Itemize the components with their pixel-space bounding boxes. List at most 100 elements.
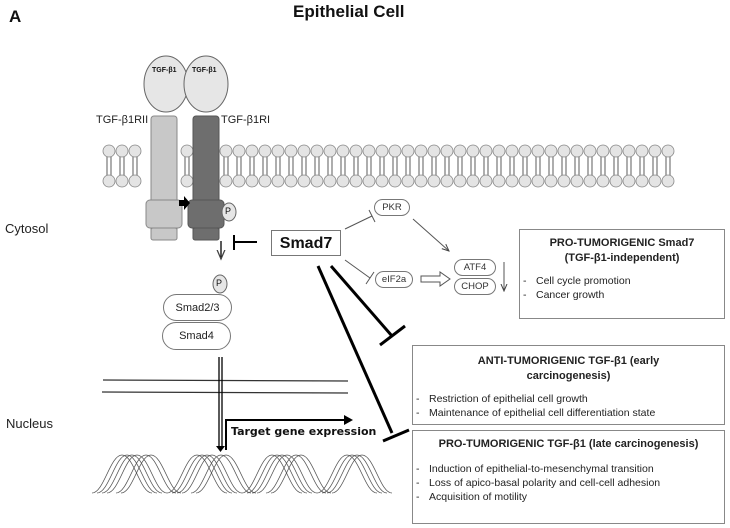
box-item: Cell cycle promotion xyxy=(520,274,724,288)
lipid-head xyxy=(466,144,480,158)
lipid-head xyxy=(505,144,519,158)
lipid-head xyxy=(531,174,545,188)
lipid-tail xyxy=(431,156,437,176)
lipid-tail xyxy=(184,156,190,176)
lipid-tail xyxy=(639,156,645,176)
lipid-tail xyxy=(613,156,619,176)
smad4-node: Smad4 xyxy=(162,322,231,350)
eif2a-atf4-arrow xyxy=(420,271,451,287)
lipid-tail xyxy=(496,156,502,176)
lipid-head xyxy=(219,144,233,158)
lipid-head xyxy=(232,144,246,158)
phosphorylation-arrow xyxy=(179,196,190,210)
dna-strand xyxy=(91,454,378,494)
lipid-head xyxy=(180,174,194,188)
lipid-tail xyxy=(275,156,281,176)
lipid-head xyxy=(388,174,402,188)
lipid-head xyxy=(583,144,597,158)
lipid-head xyxy=(557,174,571,188)
receptor-type2 xyxy=(145,115,183,241)
lipid-tail xyxy=(626,156,632,176)
box-title: PRO-TUMORIGENIC TGF-β1 (late carcinogene… xyxy=(438,438,699,450)
lipid-tail xyxy=(236,156,242,176)
lipid-head xyxy=(661,174,675,188)
lipid-head xyxy=(375,174,389,188)
box-subtitle: (TGF-β1-independent) xyxy=(564,252,680,264)
lipid-head xyxy=(362,144,376,158)
lipid-head xyxy=(310,144,324,158)
lipid-head xyxy=(310,174,324,188)
lipid-tail xyxy=(457,156,463,176)
lipid-tail xyxy=(353,156,359,176)
panel-letter: A xyxy=(9,7,22,26)
lipid-head xyxy=(544,144,558,158)
lipid-head xyxy=(102,144,116,158)
lipid-head xyxy=(492,174,506,188)
lipid-head xyxy=(284,144,298,158)
lipid-head xyxy=(323,174,337,188)
lipid-head xyxy=(661,144,675,158)
lipid-tail xyxy=(132,156,138,176)
smad7-pkr-inhibition xyxy=(344,215,373,230)
lipid-tail xyxy=(119,156,125,176)
lipid-head xyxy=(518,174,532,188)
lipid-tail xyxy=(522,156,528,176)
ligand-label-2: TGF-β1 xyxy=(192,67,217,74)
dna-strand xyxy=(106,454,393,494)
lipid-tail xyxy=(314,156,320,176)
lipid-head xyxy=(648,144,662,158)
box-item: Maintenance of epithelial cell different… xyxy=(413,406,724,420)
lipid-tail xyxy=(548,156,554,176)
box-item: Cancer growth xyxy=(520,288,724,302)
lipid-head xyxy=(414,174,428,188)
inhibition-bar xyxy=(379,324,406,347)
lipid-head xyxy=(297,144,311,158)
nuclear-envelope-inner xyxy=(101,391,349,394)
lipid-head xyxy=(271,144,285,158)
lipid-head xyxy=(479,144,493,158)
target-gene-label: Target gene expression xyxy=(231,425,377,438)
lipid-head xyxy=(531,144,545,158)
inhibition-bar xyxy=(368,209,376,223)
lipid-head xyxy=(245,174,259,188)
eif2a-node: eIF2a xyxy=(375,271,413,288)
ligand-2 xyxy=(183,55,229,113)
lipid-head xyxy=(466,174,480,188)
lipid-tail xyxy=(223,156,229,176)
lipid-head xyxy=(440,174,454,188)
lipid-head xyxy=(271,174,285,188)
lipid-head xyxy=(336,174,350,188)
lipid-head xyxy=(635,174,649,188)
lipid-tail xyxy=(483,156,489,176)
lipid-tail xyxy=(262,156,268,176)
lipid-head xyxy=(427,174,441,188)
phospho-circle-smad xyxy=(212,274,228,294)
box-title: ANTI-TUMORIGENIC TGF-β1 (early xyxy=(477,355,660,367)
lipid-head xyxy=(128,144,142,158)
pkr-atf4-arrow xyxy=(412,218,449,251)
lipid-head xyxy=(245,144,259,158)
lipid-head xyxy=(375,144,389,158)
lipid-head xyxy=(427,144,441,158)
cell-membrane xyxy=(102,144,675,188)
lipid-tail xyxy=(665,156,671,176)
lipid-head xyxy=(453,144,467,158)
smad7-pro-tgf-inhibition xyxy=(316,265,394,434)
box-subtitle: carcinogenesis) xyxy=(526,370,611,382)
lipid-tail xyxy=(301,156,307,176)
target-gene-arrow xyxy=(225,419,348,450)
dna-strand xyxy=(101,454,388,494)
lipid-head xyxy=(336,144,350,158)
lipid-tail xyxy=(405,156,411,176)
smad7-node: Smad7 xyxy=(271,230,341,256)
box-item: Acquisition of motility xyxy=(413,490,724,504)
lipid-head xyxy=(115,174,129,188)
lipid-head xyxy=(648,174,662,188)
lipid-head xyxy=(557,144,571,158)
region-label-cytosol: Cytosol xyxy=(5,221,49,236)
pro-tumorigenic-tgf-box: PRO-TUMORIGENIC TGF-β1 (late carcinogene… xyxy=(412,430,725,524)
lipid-tail xyxy=(509,156,515,176)
smad7-eif2a-inhibition xyxy=(344,259,371,279)
anti-tumorigenic-tgf-box: ANTI-TUMORIGENIC TGF-β1 (early carcinoge… xyxy=(412,345,725,425)
